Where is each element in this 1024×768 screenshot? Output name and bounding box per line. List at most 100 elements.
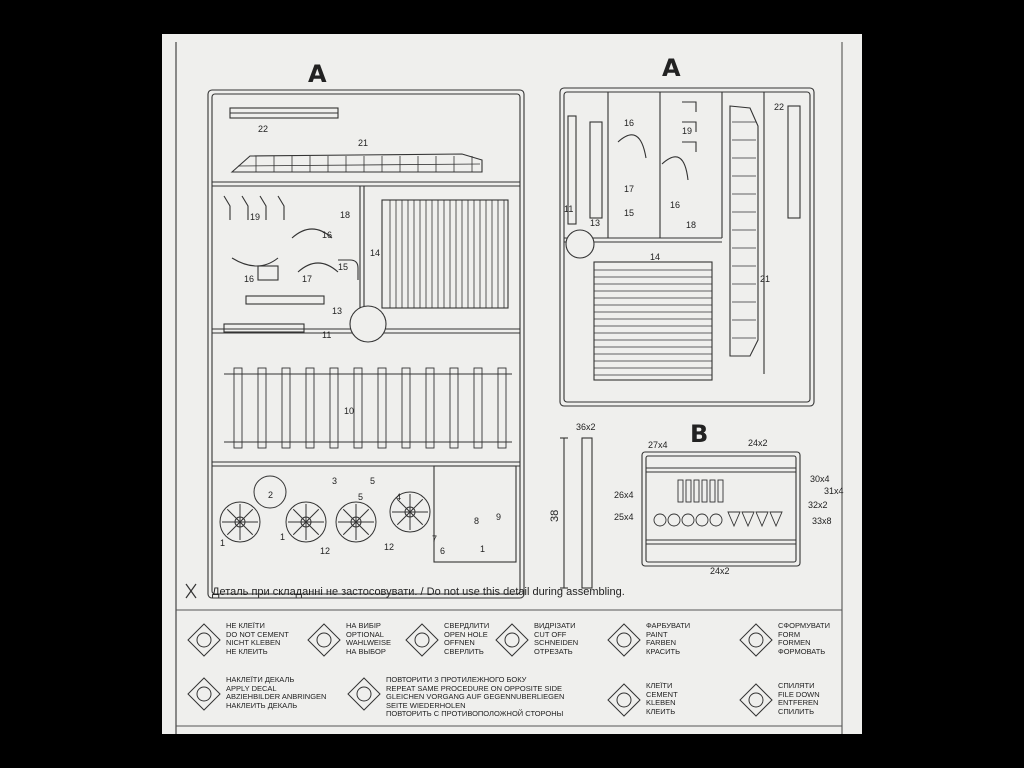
- legend-line: ENTFEREN: [778, 698, 819, 708]
- legend-line: PAINT: [646, 629, 668, 639]
- do-not-use-icon: [185, 583, 197, 599]
- part-number-label: 10: [344, 406, 354, 416]
- no-glue-icon: [187, 623, 221, 657]
- part-number-label: 11: [322, 330, 331, 340]
- part-number-label: 25x4: [614, 512, 634, 522]
- part-number-label: 22: [258, 124, 268, 134]
- drill-icon: [405, 623, 439, 657]
- part-number-label: 4: [396, 492, 401, 502]
- part-number-label: 9: [496, 512, 501, 522]
- part-number-label: 18: [686, 220, 696, 230]
- part-number-label: 8: [474, 516, 479, 526]
- part-number-label: 14: [370, 248, 380, 258]
- sprue-a-right-title: A: [662, 54, 681, 82]
- legend-line: FORM: [778, 629, 801, 639]
- legend-line: KLEBEN: [646, 698, 676, 708]
- file-down-icon: [739, 683, 773, 717]
- part-number-label: 13: [332, 306, 342, 316]
- legend-line: FORMEN: [778, 638, 811, 648]
- sprue-a-left-title: A: [308, 60, 327, 88]
- part-number-label: 16: [624, 118, 634, 128]
- part-number-label: 13: [590, 218, 600, 228]
- legend-line: FILE DOWN: [778, 689, 820, 699]
- part-number-label: 5: [358, 492, 363, 502]
- dimension-label: 38: [549, 510, 561, 522]
- legend-line: ФОРМОВАТЬ: [778, 646, 826, 656]
- legend-line: FARBEN: [646, 638, 677, 648]
- legend-line: НАКЛЕИТЬ ДЕКАЛЬ: [226, 700, 298, 710]
- part-number-label: 24x2: [710, 566, 730, 576]
- part-number-label: 19: [250, 212, 260, 222]
- part-number-label: 31x4: [824, 486, 844, 496]
- part-number-label: 17: [302, 274, 312, 284]
- part-number-label: 21: [358, 138, 368, 148]
- legend-line: КЛЕИТЬ: [646, 706, 676, 716]
- legend-line: СФОРМУВАТИ: [778, 621, 831, 630]
- part-number-label: 30x4: [810, 474, 830, 484]
- part-number-label: 24x2: [748, 438, 768, 448]
- part-number-label: 1: [280, 532, 285, 542]
- part-number-label: 16: [322, 230, 332, 240]
- legend-line: OPTIONAL: [346, 629, 384, 639]
- legend-line: ВИДРІЗАТИ: [534, 621, 576, 630]
- part-36: [560, 437, 593, 589]
- legend-line: НАКЛЕЇТИ ДЕКАЛЬ: [226, 675, 295, 684]
- legend-line: СВЕРДЛИТИ: [444, 621, 490, 630]
- part-number-label: 15: [338, 262, 348, 272]
- part-number-label: 14: [650, 252, 660, 262]
- legend-line: НА ВИБІР: [346, 621, 381, 630]
- part-number-label: 11: [564, 204, 573, 214]
- legend-frame: [176, 609, 842, 727]
- legend-line: ОТРЕЗАТЬ: [534, 646, 573, 656]
- part-number-label: 33x8: [812, 516, 832, 526]
- sprue-b-title: B: [690, 420, 709, 448]
- part-number-label: 1: [220, 538, 225, 548]
- paint-brush-icon: [607, 623, 641, 657]
- part-number-label: 19: [682, 126, 692, 136]
- legend-line: CUT OFF: [534, 629, 567, 639]
- part-number-label: 15: [624, 208, 634, 218]
- decal-icon: [187, 677, 221, 711]
- legend-line: СПИЛИТЬ: [778, 706, 815, 716]
- legend-line: НЕ КЛЕЇТИ: [226, 621, 265, 630]
- legend-line: APPLY DECAL: [226, 683, 277, 693]
- part-number-label: 16: [670, 200, 680, 210]
- part-number-label: 18: [340, 210, 350, 220]
- legend-line: НЕ КЛЕИТЬ: [226, 646, 268, 656]
- sprue-a-left: [207, 89, 525, 599]
- legend-line: ПОВТОРИТИ З ПРОТИЛЕЖНОГО БОКУ: [386, 675, 527, 684]
- warning-note: Деталь при складанні не застосовувати. /…: [212, 586, 625, 598]
- form-icon: [739, 623, 773, 657]
- part-number-label: 2: [268, 490, 273, 500]
- part-number-label: 26x4: [614, 490, 634, 500]
- legend-line: GLEICHEN VORGANG AUF GEGENNUBERLIEGEN: [386, 692, 565, 702]
- legend-line: СВЕРЛИТЬ: [444, 646, 484, 656]
- part-number-label: 5: [370, 476, 375, 486]
- part-number-label: 21: [760, 274, 770, 284]
- part-number-label: 6: [440, 546, 445, 556]
- part-number-label: 1: [480, 544, 485, 554]
- legend-line: WAHLWEISE: [346, 638, 392, 648]
- part-number-label: 12: [320, 546, 330, 556]
- part-number-label: 32x2: [808, 500, 828, 510]
- part-number-label: 27x4: [648, 440, 668, 450]
- legend-line: DO NOT CEMENT: [226, 629, 289, 639]
- legend-line: SCHNEIDEN: [534, 638, 579, 648]
- legend-line: CEMENT: [646, 689, 678, 699]
- glue-drop-icon: [607, 683, 641, 717]
- part-number-label: 16: [244, 274, 254, 284]
- question-mark-icon: [307, 623, 341, 657]
- legend-line: ФАРБУВАТИ: [646, 621, 691, 630]
- legend-line: OPEN HOLE: [444, 629, 488, 639]
